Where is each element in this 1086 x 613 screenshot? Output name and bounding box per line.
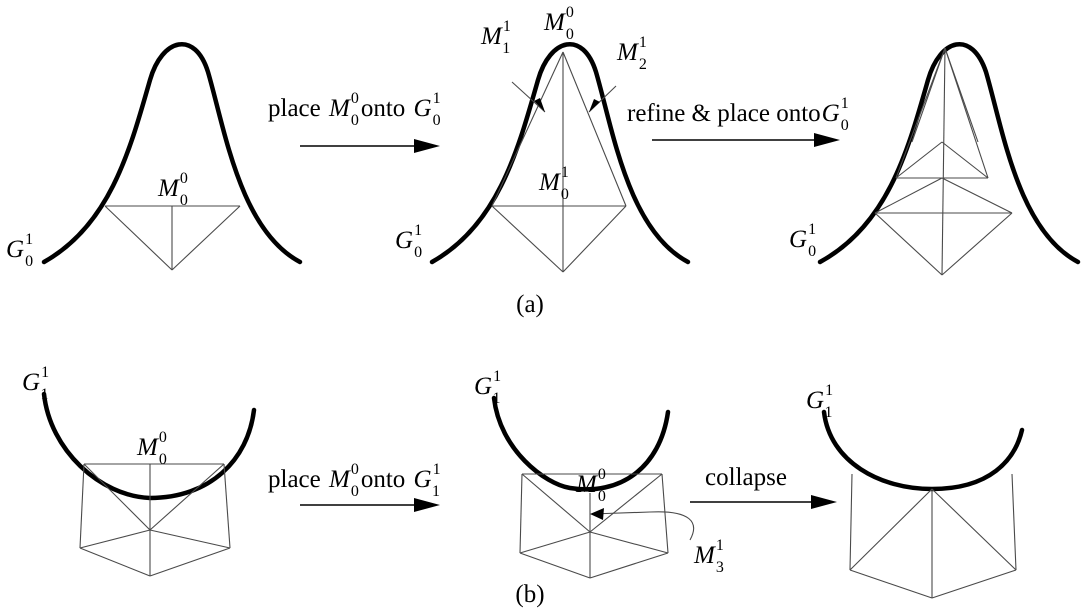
gaussian-curve bbox=[429, 42, 691, 265]
caption-a: (a) bbox=[516, 291, 544, 318]
collapsed-mesh bbox=[849, 473, 1017, 599]
pointer-line bbox=[591, 511, 695, 541]
panel-b-arrow2: collapse bbox=[690, 464, 837, 509]
gaussian-curve bbox=[817, 41, 1081, 265]
bowl-curve bbox=[491, 395, 671, 492]
arrow-head bbox=[814, 133, 840, 147]
pointer-head bbox=[590, 508, 604, 520]
initial-mesh bbox=[104, 205, 241, 271]
arrow-head bbox=[414, 498, 440, 512]
bowl-curve bbox=[821, 409, 1025, 492]
pointer-head bbox=[534, 98, 545, 112]
pointer-head bbox=[589, 99, 600, 112]
placed-mesh bbox=[519, 473, 669, 579]
placed-mesh bbox=[491, 51, 627, 273]
arrow-head bbox=[811, 495, 837, 509]
arrow-label: collapse bbox=[705, 464, 787, 491]
refined-mesh bbox=[874, 47, 1013, 276]
gaussian-curve bbox=[41, 42, 303, 265]
arrow-head bbox=[414, 139, 440, 153]
caption-b: (b) bbox=[515, 581, 544, 608]
initial-mesh bbox=[79, 463, 231, 577]
